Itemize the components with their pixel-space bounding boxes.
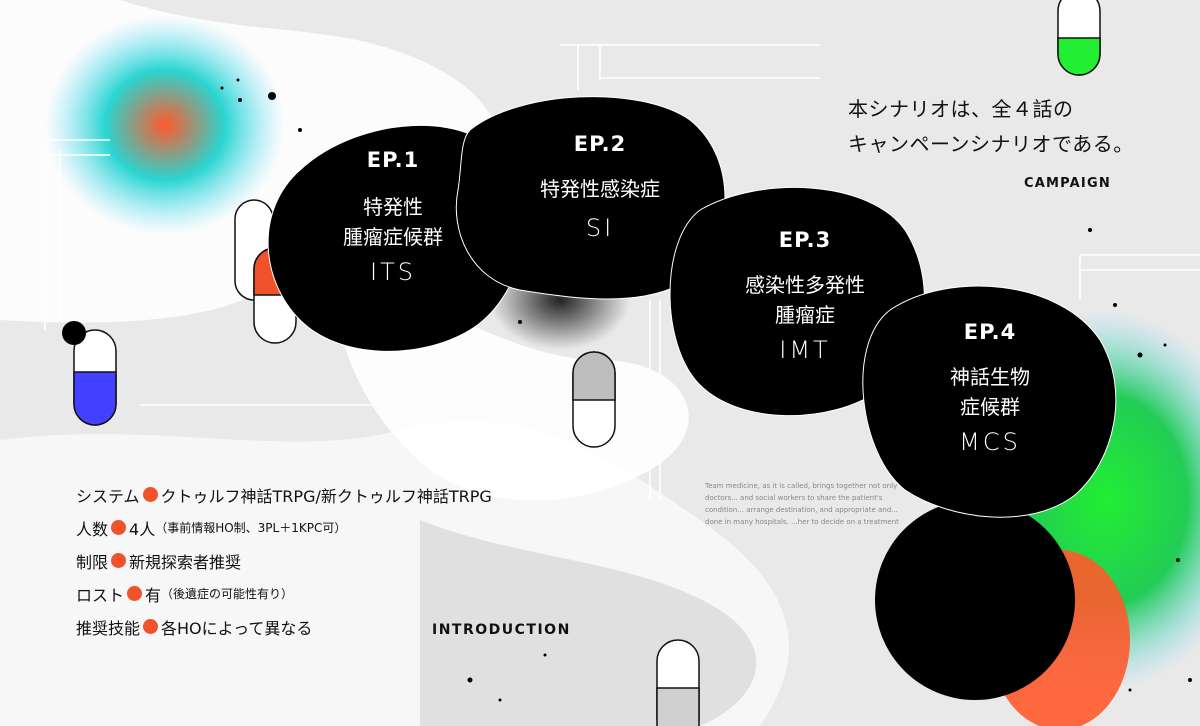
orange-dot-icon (142, 487, 158, 502)
capsule-bottom (656, 639, 700, 726)
info-note: （後遺症の可能性有り） (161, 587, 294, 601)
info-note: （事前情報HO制、3PL＋1KPC可） (155, 521, 347, 535)
info-label: 推奨技能 (76, 618, 141, 638)
capsule-blue (62, 321, 117, 426)
episode-abbreviation: SI (585, 214, 615, 242)
episode-title-line: 腫瘤症 (775, 303, 835, 327)
orange-dot-icon (127, 586, 143, 601)
episode-abbreviation: IMT (779, 336, 831, 364)
info-row-skills: 推奨技能 各HOによって異なる (76, 610, 492, 643)
episode-number: EP.4 (963, 320, 1017, 344)
color-blob-left (45, 15, 285, 235)
info-row-restriction: 制限 新規探索者推奨 (76, 544, 492, 577)
introduction-label: INTRODUCTION (432, 622, 571, 638)
episode-number: EP.2 (573, 132, 627, 156)
episode-number: EP.1 (366, 148, 420, 172)
orange-dot-icon (143, 619, 159, 634)
ep2-blob (455, 96, 726, 300)
headline-line-1: 本シナリオは、全４話の (848, 97, 1074, 121)
episode-card-2: EP.2 特発性感染症 SI (515, 132, 685, 242)
info-label: 人数 (76, 519, 109, 539)
episode-title-line: 神話生物 (950, 365, 1030, 389)
info-label: 制限 (76, 552, 109, 572)
episode-title-line: 感染性多発性 (745, 273, 865, 297)
episode-title-line: 症候群 (960, 395, 1020, 419)
episode-abbreviation: ITS (370, 258, 416, 286)
dark-blob-bottom-right (875, 500, 1075, 700)
info-row-lost: ロスト 有 （後遺症の可能性有り） (76, 577, 492, 610)
info-value: クトゥルフ神話TRPG/新クトゥルフ神話TRPG (160, 486, 492, 506)
headline-line-2: キャンペーンシナリオである。 (848, 132, 1134, 156)
capsule-grey (572, 351, 616, 448)
grid-lines (44, 44, 1200, 500)
info-value: 各HOによって異なる (161, 618, 313, 638)
ep4-blob (862, 285, 1117, 518)
info-value: 有 (145, 585, 162, 605)
episode-number: EP.3 (778, 228, 832, 252)
info-label: システム (76, 486, 140, 506)
episode-title-line: 特発性 (363, 195, 423, 219)
orange-dot-icon (111, 553, 127, 568)
episode-title-line: 特発性感染症 (540, 177, 660, 201)
info-value: 新規探索者推奨 (129, 552, 242, 572)
episode-card-1: EP.1 特発性 腫瘤症候群 ITS (318, 148, 468, 286)
scenario-info-list: システム クトゥルフ神話TRPG/新クトゥルフ神話TRPG 人数 4人 （事前情… (76, 478, 492, 643)
episode-card-3: EP.3 感染性多発性 腫瘤症 IMT (720, 228, 890, 364)
episode-card-4: EP.4 神話生物 症候群 MCS (915, 320, 1065, 456)
capsule-top-right (1057, 0, 1101, 76)
orange-dot-icon (111, 520, 127, 535)
info-row-system: システム クトゥルフ神話TRPG/新クトゥルフ神話TRPG (76, 478, 492, 511)
info-label: ロスト (76, 585, 125, 605)
info-value: 4人 (129, 519, 156, 539)
campaign-headline: 本シナリオは、全４話の キャンペーンシナリオである。 (848, 92, 1134, 162)
episode-title-line: 腫瘤症候群 (343, 225, 443, 249)
info-row-players: 人数 4人 （事前情報HO制、3PL＋1KPC可） (76, 511, 492, 544)
campaign-label: CAMPAIGN (1024, 176, 1111, 191)
episode-abbreviation: MCS (959, 428, 1021, 456)
background-english-text: Team medicine, as it is called, brings t… (705, 482, 899, 526)
